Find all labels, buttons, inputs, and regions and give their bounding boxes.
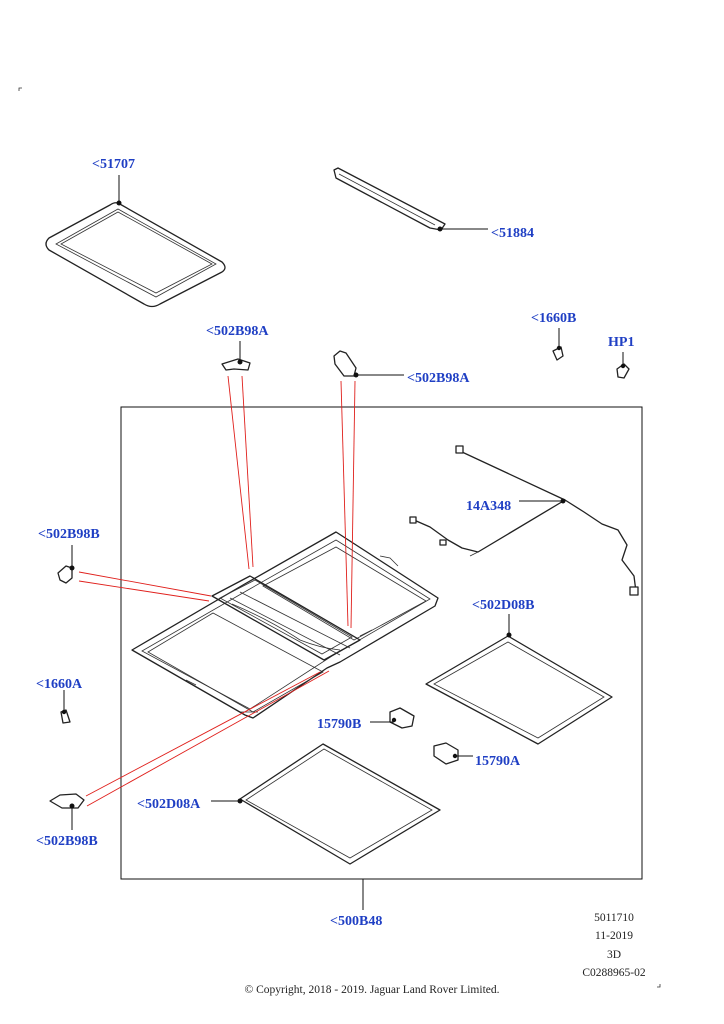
- crop-mark-bottom-right: [657, 984, 661, 988]
- explode-lines: [78, 375, 356, 807]
- callout-14A348: 14A348: [466, 499, 511, 514]
- part-51707-glass-seal: [45, 175, 226, 308]
- part-502B98B-bracket-bottom: [49, 793, 85, 830]
- callout-51884: <51884: [491, 226, 534, 241]
- part-HP1-plug: [616, 352, 630, 379]
- callout-1660B: <1660B: [531, 311, 576, 326]
- callout-15790A: 15790A: [475, 754, 521, 769]
- callout-502D08B: <502D08B: [472, 598, 534, 613]
- callout-502D08A: <502D08A: [137, 797, 201, 812]
- callout-51707: <51707: [92, 157, 135, 172]
- callout-502B98A-right: <502B98A: [407, 371, 470, 386]
- assembly-box-500B48: [120, 406, 643, 880]
- part-502D08A-sunblind: [211, 743, 441, 865]
- part-502B98A-bracket-right: [333, 350, 404, 378]
- part-15790B-motor: [370, 707, 415, 729]
- part-1660A-clip: [60, 690, 71, 724]
- part-1660B-clip: [552, 328, 564, 361]
- callout-HP1: HP1: [608, 335, 634, 350]
- callout-15790B: 15790B: [317, 717, 361, 732]
- part-14A348-wiring-harness: [409, 445, 639, 596]
- crop-mark-top-left: [18, 87, 22, 91]
- callout-502B98B-top: <502B98B: [38, 527, 100, 542]
- diagram-code: C0288965-02: [582, 967, 646, 979]
- callout-500B48: <500B48: [330, 914, 382, 929]
- part-502B98A-bracket-left: [221, 341, 251, 371]
- part-51884-deflector: [333, 167, 488, 232]
- part-502D08B-sunblind: [425, 614, 613, 745]
- callout-502B98A-left: <502B98A: [206, 324, 269, 339]
- part-15790A-motor: [433, 742, 473, 765]
- callout-1660A: <1660A: [36, 677, 83, 692]
- copyright-text: © Copyright, 2018 - 2019. Jaguar Land Ro…: [245, 984, 500, 996]
- callout-502B98B-bottom: <502B98B: [36, 834, 98, 849]
- view-type: 3D: [607, 949, 621, 961]
- diagram-date: 11-2019: [595, 930, 633, 942]
- ref-number: 5011710: [594, 912, 634, 924]
- part-502B98B-bracket-top: [57, 545, 75, 584]
